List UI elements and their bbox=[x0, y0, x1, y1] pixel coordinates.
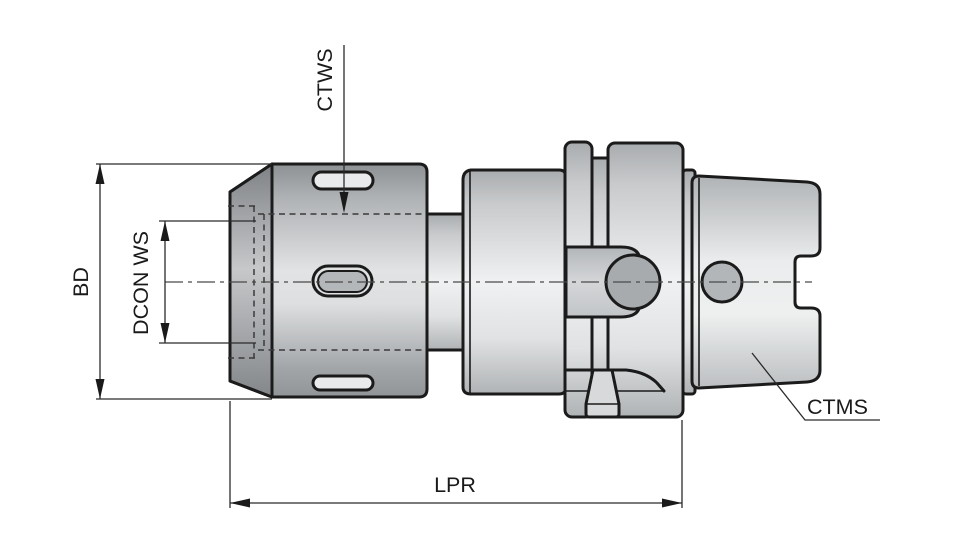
ctms-leader-line bbox=[751, 352, 880, 421]
dimension-ctws: CTWS bbox=[313, 45, 349, 213]
lpr-label: LPR bbox=[434, 473, 476, 497]
dimension-dcon-ws: DCON WS bbox=[129, 220, 256, 344]
nut-slot-top bbox=[311, 170, 375, 191]
bd-arrow-up-icon bbox=[95, 164, 105, 184]
dimension-lpr: LPR bbox=[229, 401, 683, 508]
dcon-arrow-up-icon bbox=[160, 221, 170, 241]
flange-orientation-slot bbox=[584, 368, 621, 419]
collet-nut-front-cone bbox=[228, 162, 274, 399]
flange-notch-upper-line bbox=[563, 368, 666, 393]
nut-slot-bottom bbox=[311, 374, 375, 392]
bd-arrow-down-icon bbox=[95, 379, 105, 399]
ctws-label: CTWS bbox=[313, 48, 337, 111]
dimension-bd: BD bbox=[69, 163, 272, 400]
ctws-arrow-down-icon bbox=[339, 192, 349, 213]
callout-ctms: CTMS bbox=[751, 352, 880, 421]
lpr-arrow-right-icon bbox=[662, 498, 682, 508]
bd-label: BD bbox=[69, 267, 93, 297]
dcon-ws-label: DCON WS bbox=[129, 231, 153, 335]
ctms-label: CTMS bbox=[807, 395, 868, 419]
lpr-arrow-left-icon bbox=[230, 498, 250, 508]
dcon-arrow-down-icon bbox=[160, 323, 170, 343]
